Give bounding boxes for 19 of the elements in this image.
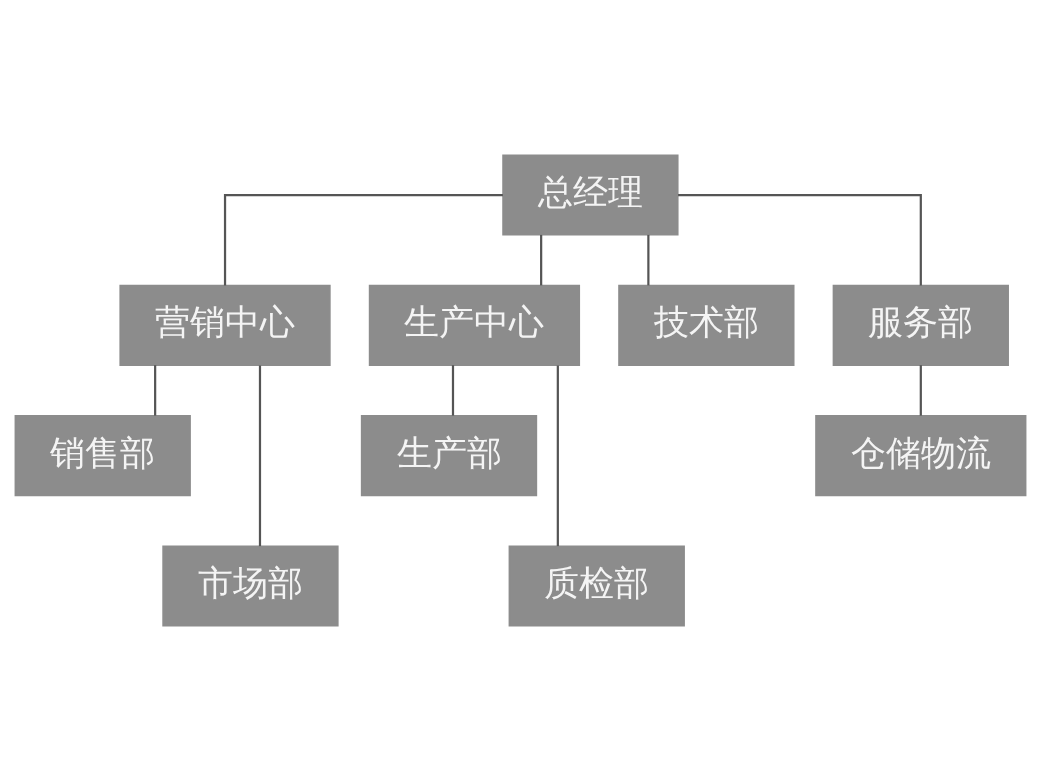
node-box: 营销中心 xyxy=(118,284,331,366)
connector xyxy=(677,193,922,286)
connector xyxy=(223,193,503,286)
node-box: 销售部 xyxy=(14,414,191,496)
connector xyxy=(451,364,454,416)
connector xyxy=(556,365,559,546)
connector xyxy=(258,365,261,546)
connector xyxy=(646,234,649,285)
connector xyxy=(153,364,156,416)
node-box: 质检部 xyxy=(508,544,685,626)
node-box: 生产中心 xyxy=(368,284,580,366)
node-box: 生产部 xyxy=(360,414,537,496)
connector xyxy=(539,234,542,285)
node-box: 技术部 xyxy=(617,284,794,366)
node-box: 仓储物流 xyxy=(814,414,1026,496)
node-box: 总经理 xyxy=(501,154,679,236)
node-box: 服务部 xyxy=(832,284,1009,366)
connector xyxy=(919,364,922,416)
node-box: 市场部 xyxy=(161,544,339,626)
